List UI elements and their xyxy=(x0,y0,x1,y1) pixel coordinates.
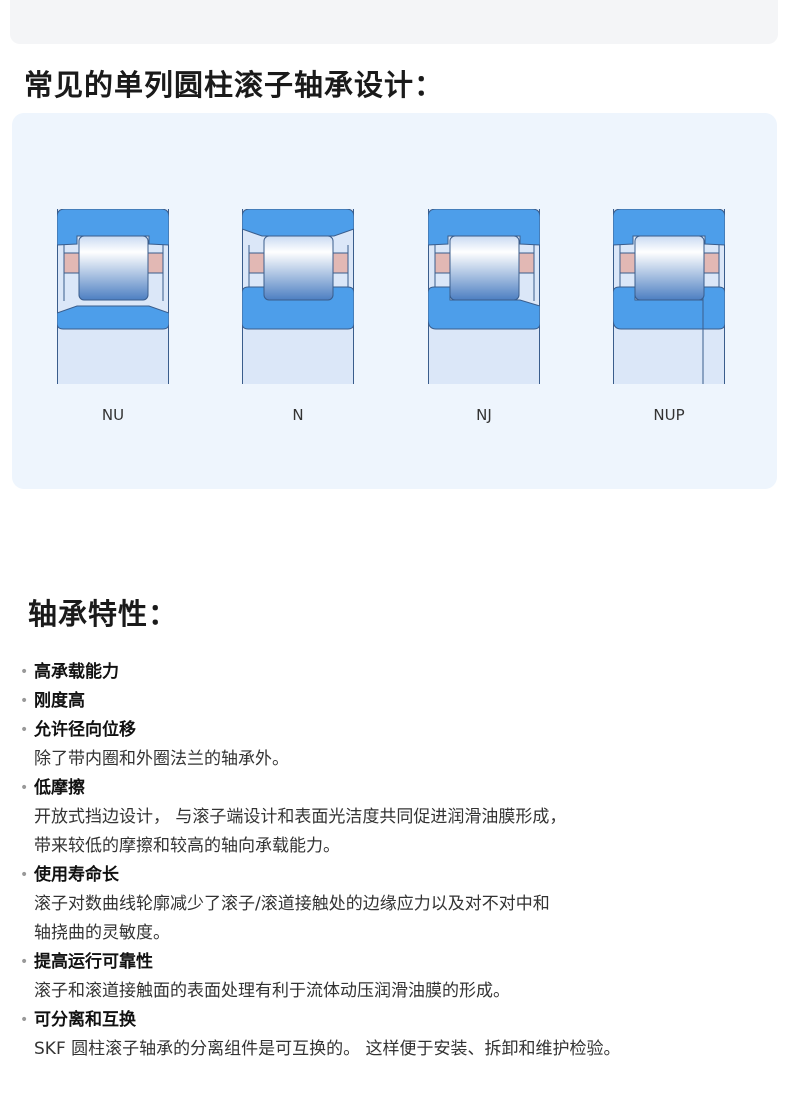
bearing-nu: NU xyxy=(57,209,169,424)
bearing-nj-diagram xyxy=(428,209,540,384)
bearing-nup: NUP xyxy=(613,209,725,424)
top-card xyxy=(10,0,778,44)
cage xyxy=(332,252,349,274)
feature-desc: 带来较低的摩擦和较高的轴向承载能力。 xyxy=(34,836,340,856)
bearing-nj: NJ xyxy=(428,209,540,424)
feature-title: 提高运行可靠性 xyxy=(34,952,153,972)
bearing-nup-diagram xyxy=(613,209,725,384)
bearing-label: NUP xyxy=(653,406,685,424)
feature-desc: 轴挠曲的灵敏度。 xyxy=(34,923,170,943)
inner-ring xyxy=(57,305,169,330)
feature-desc: 滚子对数曲线轮廓减少了滚子/滚道接触处的边缘应力以及对不对中和 xyxy=(34,894,550,914)
cage xyxy=(147,252,164,274)
feature-list: 高承载能力刚度高允许径向位移除了带内圈和外圈法兰的轴承外。低摩擦开放式挡边设计，… xyxy=(20,658,780,1064)
bearing-nu-diagram xyxy=(57,209,169,384)
roller xyxy=(634,235,705,301)
bearing-label: N xyxy=(292,406,304,424)
cage xyxy=(248,252,265,274)
feature-item: 使用寿命长滚子对数曲线轮廓减少了滚子/滚道接触处的边缘应力以及对不对中和轴挠曲的… xyxy=(20,861,780,948)
feature-item: 可分离和互换 SKF 圆柱滚子轴承的分离组件是可互换的。 这样便于安装、拆卸和维护… xyxy=(20,1006,780,1064)
feature-title: 刚度高 xyxy=(34,691,85,711)
cage xyxy=(619,252,636,274)
feature-title: 允许径向位移 xyxy=(34,720,136,740)
cage xyxy=(518,252,535,274)
section-title-features: 轴承特性： xyxy=(28,597,179,631)
feature-item: 高承载能力 xyxy=(20,658,780,687)
bearing-label: NJ xyxy=(476,406,492,424)
feature-title: 使用寿命长 xyxy=(34,865,119,885)
section-title-designs: 常见的单列圆柱滚子轴承设计： xyxy=(24,68,445,102)
cage xyxy=(703,252,720,274)
roller xyxy=(449,235,520,301)
feature-desc: 除了带内圈和外圈法兰的轴承外。 xyxy=(34,749,289,769)
outer-ring xyxy=(242,209,354,237)
cage xyxy=(434,252,451,274)
feature-desc: 滚子和滚道接触面的表面处理有利于流体动压润滑油膜的形成。 xyxy=(34,981,510,1001)
feature-desc: 开放式挡边设计， 与滚子端设计和表面光洁度共同促进润滑油膜形成， xyxy=(34,807,567,827)
bearing-n-diagram xyxy=(242,209,354,384)
feature-title: 可分离和互换 xyxy=(34,1010,136,1030)
cage xyxy=(63,252,80,274)
bearing-label: NU xyxy=(101,406,125,424)
feature-item: 刚度高 xyxy=(20,687,780,716)
bearing-design-panel: NU N NJ NUP xyxy=(12,113,777,489)
feature-title: 高承载能力 xyxy=(34,662,119,682)
feature-title: 低摩擦 xyxy=(34,778,85,798)
roller xyxy=(78,235,149,301)
inner-ring xyxy=(428,286,540,330)
roller xyxy=(263,235,334,301)
feature-desc: SKF 圆柱滚子轴承的分离组件是可互换的。 这样便于安装、拆卸和维护检验。 xyxy=(34,1039,621,1059)
bearing-n: N xyxy=(242,209,354,424)
